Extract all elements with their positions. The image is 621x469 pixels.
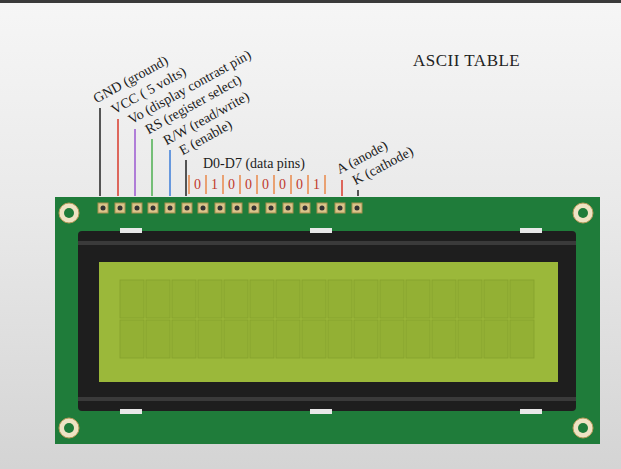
- bit-value: 0: [243, 178, 255, 192]
- bit-value: 1: [311, 178, 323, 192]
- bit-value: 0: [192, 178, 204, 192]
- bit-value: 0: [294, 178, 306, 192]
- diagram-title: ASCII TABLE: [413, 52, 520, 69]
- pin-name: D0-D7 (data pins): [203, 157, 305, 171]
- bit-value: 0: [226, 178, 238, 192]
- bit-value: 1: [209, 178, 221, 192]
- bit-value: 0: [260, 178, 272, 192]
- bit-value: 0: [277, 178, 289, 192]
